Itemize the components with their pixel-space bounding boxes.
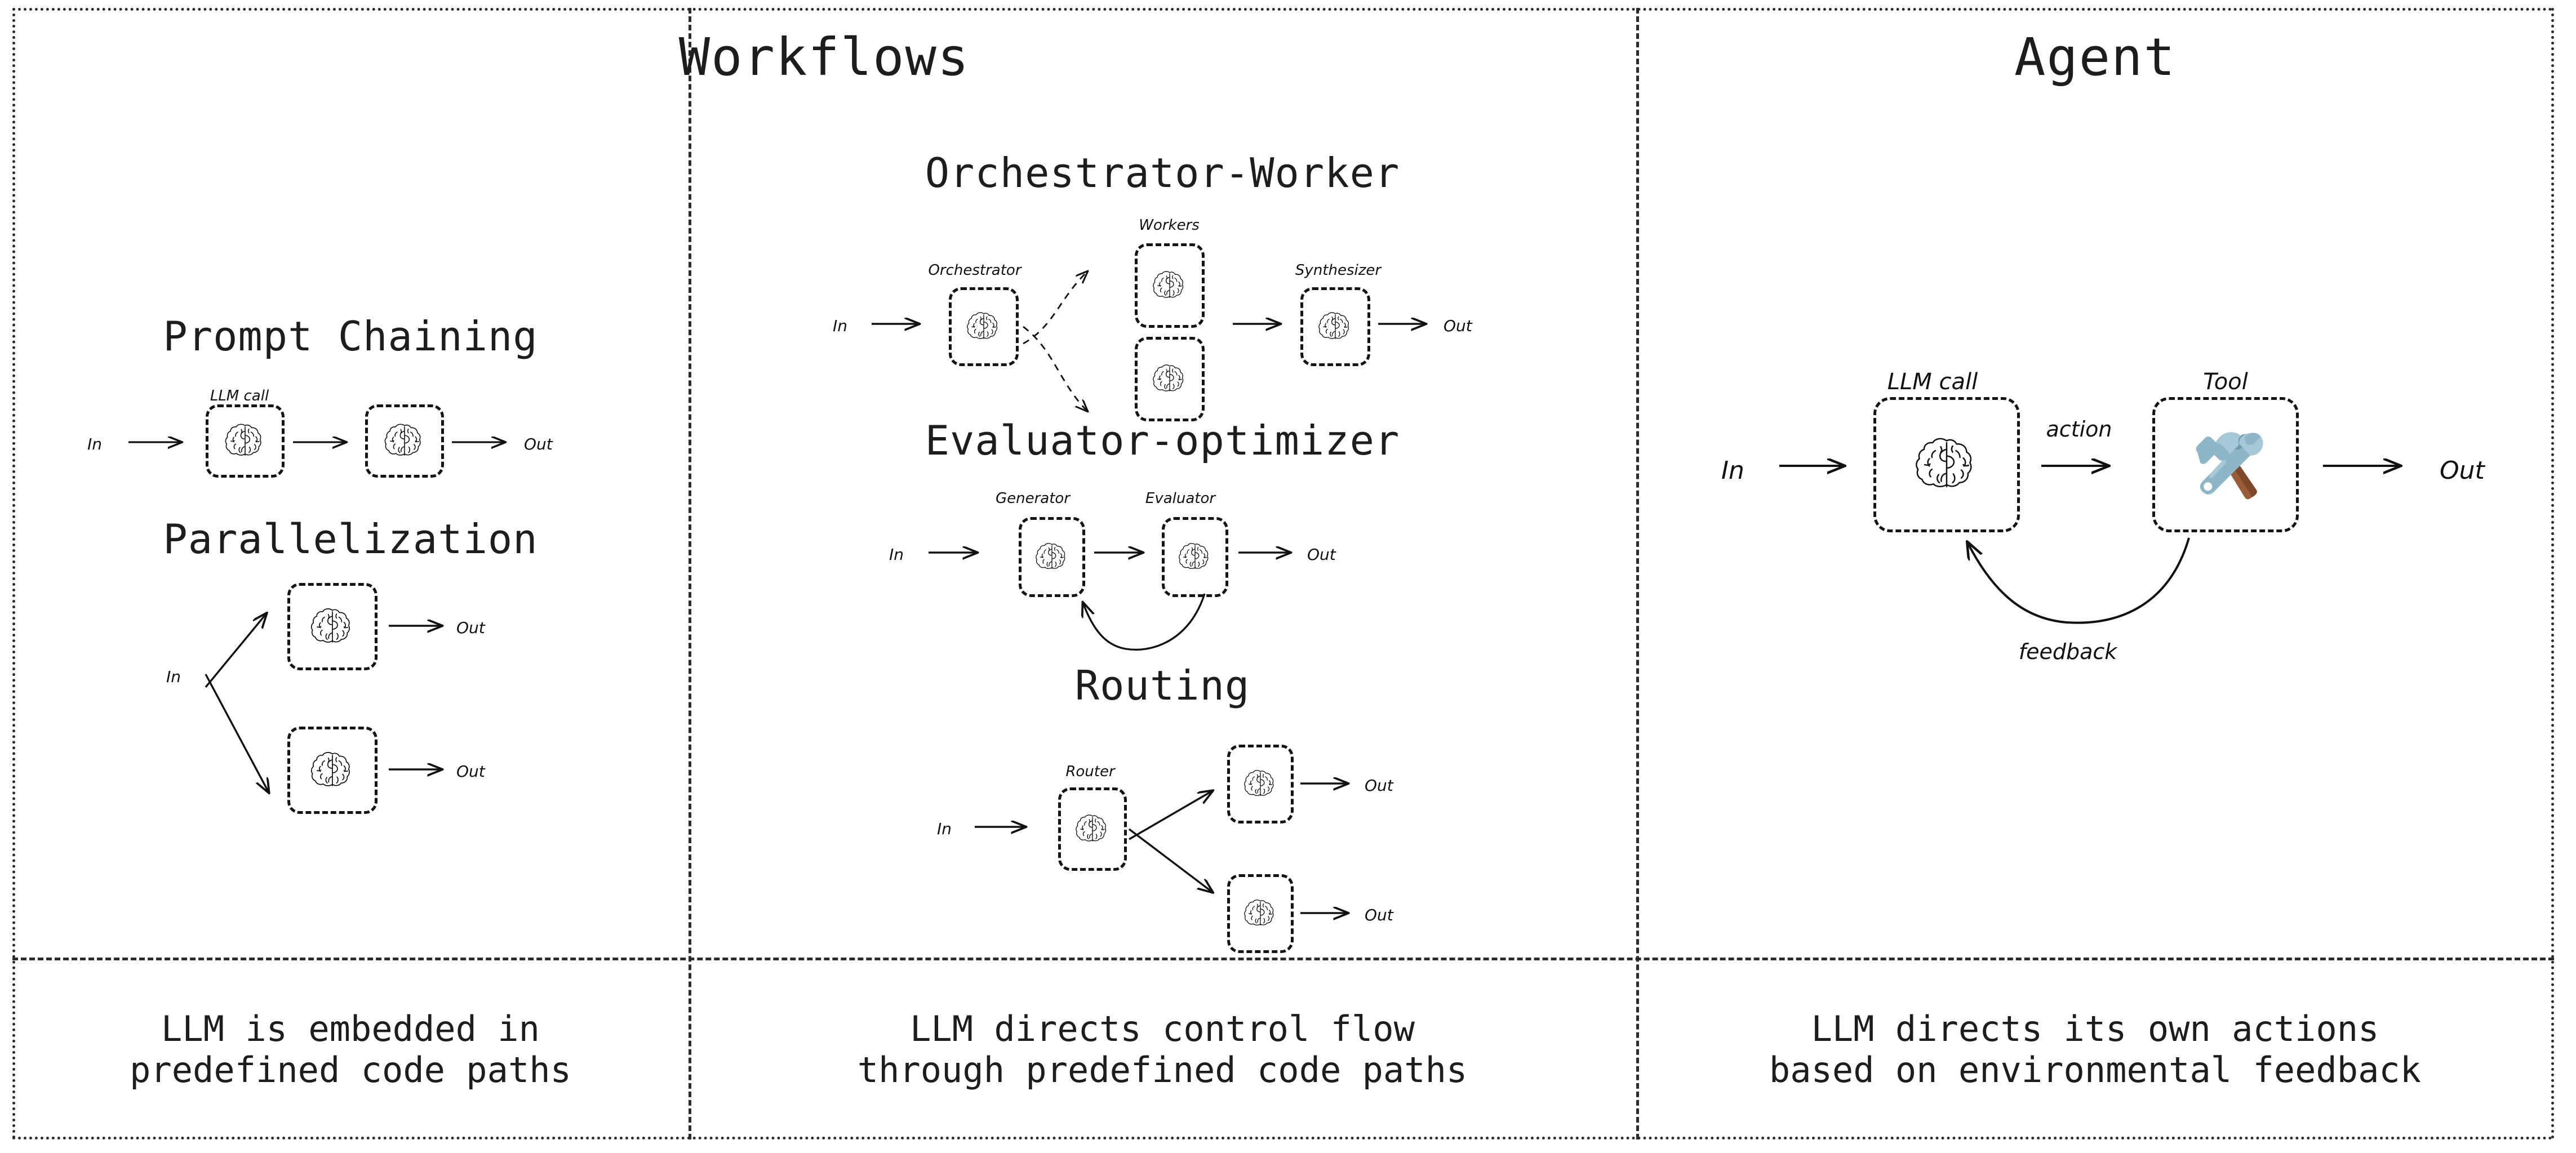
node-worker-1 — [1135, 243, 1205, 328]
label-workers: Workers — [1139, 217, 1200, 234]
caption-workflows-control-flow: LLM directs control flow through predefi… — [689, 1008, 1636, 1090]
column-title-workflows: Workflows — [678, 27, 970, 87]
node-orchestrator — [949, 287, 1019, 366]
brain-icon — [1243, 898, 1278, 929]
caption-agent-own-actions: LLM directs its own actions based on env… — [1636, 1008, 2554, 1090]
pattern-title-evaluator-optimizer: Evaluator-optimizer — [925, 417, 1400, 464]
input-label-prompt-chaining: In — [87, 435, 103, 453]
node-agent-llm-call — [1873, 397, 2020, 532]
arrow-llm1-to-llm2 — [293, 435, 354, 449]
label-agent-llm-call: LLM call — [1887, 369, 1978, 395]
arrow-llm2-to-out — [452, 435, 513, 449]
arrow-router-to-branch-2 — [1128, 828, 1223, 902]
output-label-parallel-2: Out — [456, 762, 485, 781]
brain-icon — [1317, 311, 1353, 342]
pattern-title-prompt-chaining: Prompt Chaining — [163, 313, 538, 360]
output-label-prompt-chaining: Out — [524, 435, 553, 453]
node-llm-call-1 — [206, 404, 285, 478]
arrow-llm-to-tool-action — [2041, 457, 2118, 474]
brain-icon — [383, 422, 426, 460]
arrow-in-to-agent-llm — [1779, 457, 1854, 474]
brain-icon — [1243, 769, 1278, 799]
arrow-orchestrator-to-worker-2 — [1023, 326, 1138, 422]
input-label-evaluator-optimizer: In — [889, 545, 904, 564]
arrow-in-to-parallel-branch-1 — [205, 606, 273, 688]
divider-workflows-agent — [1636, 8, 1639, 1139]
caption-line-1: LLM directs control flow — [910, 1008, 1415, 1049]
pattern-title-routing: Routing — [1074, 662, 1250, 709]
node-routing-target-1 — [1227, 745, 1294, 823]
arrow-evaluator-feedback-loop — [1042, 593, 1206, 651]
column-title-agent: Agent — [2014, 27, 2176, 87]
label-router: Router — [1065, 763, 1115, 780]
arrow-in-to-parallel-branch-2 — [205, 674, 279, 803]
arrow-agent-feedback-loop — [1933, 537, 2190, 624]
node-synthesizer — [1300, 287, 1370, 366]
brain-icon — [1152, 270, 1188, 301]
node-worker-2 — [1135, 337, 1205, 421]
arrow-routing2-to-out — [1300, 906, 1356, 920]
divider-captions — [12, 958, 2554, 960]
output-label-routing-2: Out — [1365, 906, 1393, 924]
pattern-title-parallelization: Parallelization — [163, 515, 538, 563]
node-routing-target-2 — [1227, 874, 1294, 953]
brain-icon — [224, 422, 267, 460]
brain-icon — [309, 607, 356, 647]
arrow-parallel2-to-out — [389, 762, 450, 777]
output-label-parallel-1: Out — [456, 618, 485, 637]
arrow-generator-to-evaluator — [1094, 545, 1151, 560]
arrow-synthesizer-to-out — [1378, 317, 1433, 331]
label-evaluator: Evaluator — [1145, 490, 1216, 507]
node-evaluator — [1162, 517, 1228, 597]
outer-frame — [12, 8, 2554, 1139]
arrow-routing1-to-out — [1300, 776, 1356, 791]
caption-line-2: through predefined code paths — [857, 1049, 1468, 1091]
divider-workflows-columns — [689, 8, 691, 1139]
node-generator — [1019, 517, 1085, 597]
brain-icon — [1913, 435, 1980, 494]
arrow-in-to-router — [975, 820, 1033, 834]
brain-icon — [1152, 363, 1188, 395]
node-router — [1058, 787, 1127, 871]
arrow-tool-to-out — [2323, 457, 2411, 474]
node-parallel-llm-2 — [287, 727, 377, 814]
output-label-orchestrator-worker: Out — [1444, 317, 1472, 335]
output-label-agent: Out — [2440, 456, 2485, 485]
label-action: action — [2046, 417, 2112, 442]
input-label-routing: In — [937, 820, 952, 838]
caption-line-2: based on environmental feedback — [1769, 1049, 2422, 1091]
node-llm-call-2 — [365, 404, 444, 478]
arrow-in-to-llm1 — [128, 435, 189, 449]
label-synthesizer: Synthesizer — [1295, 262, 1382, 279]
label-feedback: feedback — [2018, 639, 2117, 664]
brain-icon — [1034, 542, 1069, 572]
caption-line-2: predefined code paths — [130, 1049, 571, 1091]
label-agent-tool: Tool — [2203, 369, 2248, 395]
brain-icon — [309, 750, 356, 791]
caption-line-1: LLM is embedded in — [161, 1008, 540, 1049]
input-label-agent: In — [1721, 456, 1744, 485]
pattern-title-orchestrator-worker: Orchestrator-Worker — [925, 149, 1400, 197]
caption-line-1: LLM directs its own actions — [1811, 1008, 2379, 1049]
input-label-orchestrator-worker: In — [833, 317, 848, 335]
input-label-parallelization: In — [166, 667, 181, 686]
output-label-evaluator-optimizer: Out — [1307, 545, 1336, 564]
label-llm-call: LLM call — [210, 388, 269, 404]
arrow-parallel1-to-out — [389, 618, 450, 633]
brain-icon — [1074, 813, 1111, 845]
brain-icon — [1178, 542, 1213, 572]
node-parallel-llm-1 — [287, 583, 377, 670]
node-agent-tool — [2152, 397, 2299, 532]
label-generator: Generator — [995, 490, 1071, 507]
arrow-router-to-branch-1 — [1129, 783, 1223, 840]
arrow-in-to-generator — [929, 545, 985, 560]
hammer-and-wrench-icon — [2183, 422, 2268, 507]
output-label-routing-1: Out — [1365, 776, 1393, 795]
arrow-workers-to-synthesizer — [1233, 317, 1288, 331]
arrow-evaluator-to-out — [1238, 545, 1298, 560]
caption-workflows-embedded: LLM is embedded in predefined code paths — [12, 1008, 689, 1090]
brain-icon — [966, 311, 1002, 342]
arrow-in-to-orchestrator — [872, 317, 927, 331]
label-orchestrator: Orchestrator — [928, 262, 1021, 279]
